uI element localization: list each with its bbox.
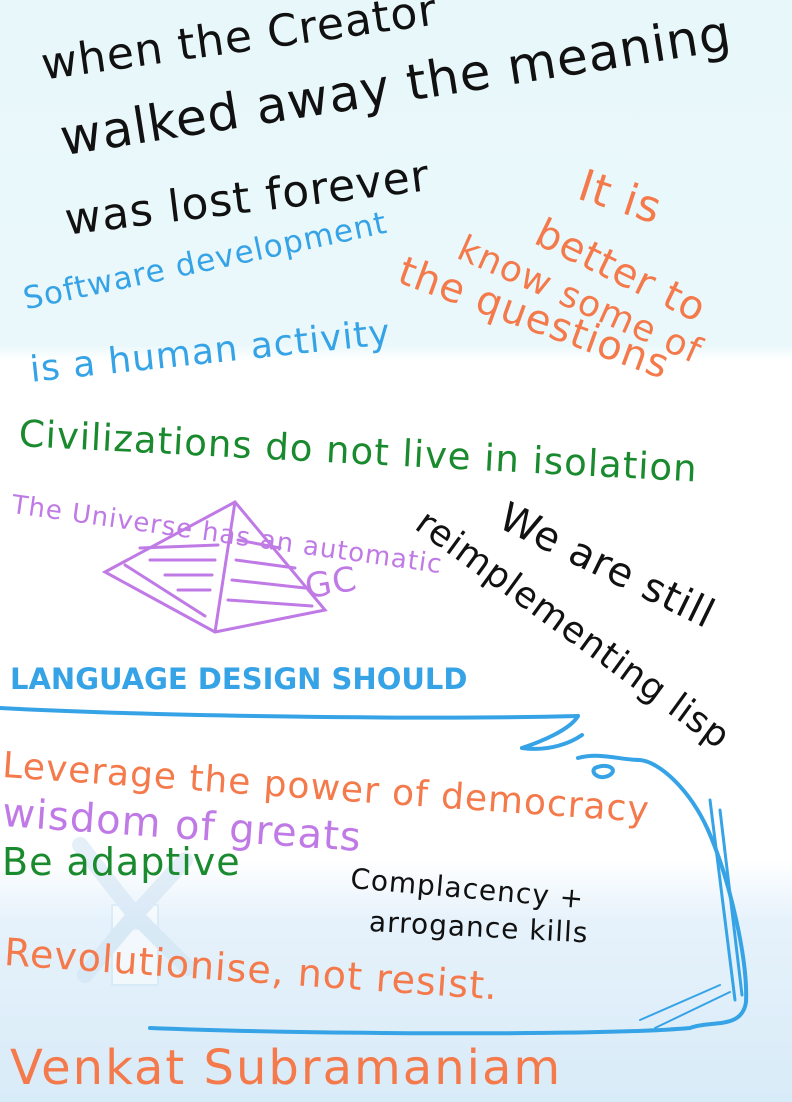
author-signature: Venkat Subramaniam (10, 1040, 563, 1096)
language-design-heading: LANGUAGE DESIGN SHOULD (10, 662, 468, 696)
curved-arrow-icon (0, 706, 749, 1036)
windmill-icon (72, 837, 196, 986)
pyramid-icon (101, 500, 328, 634)
adaptive-point: Be adaptive (2, 840, 241, 884)
